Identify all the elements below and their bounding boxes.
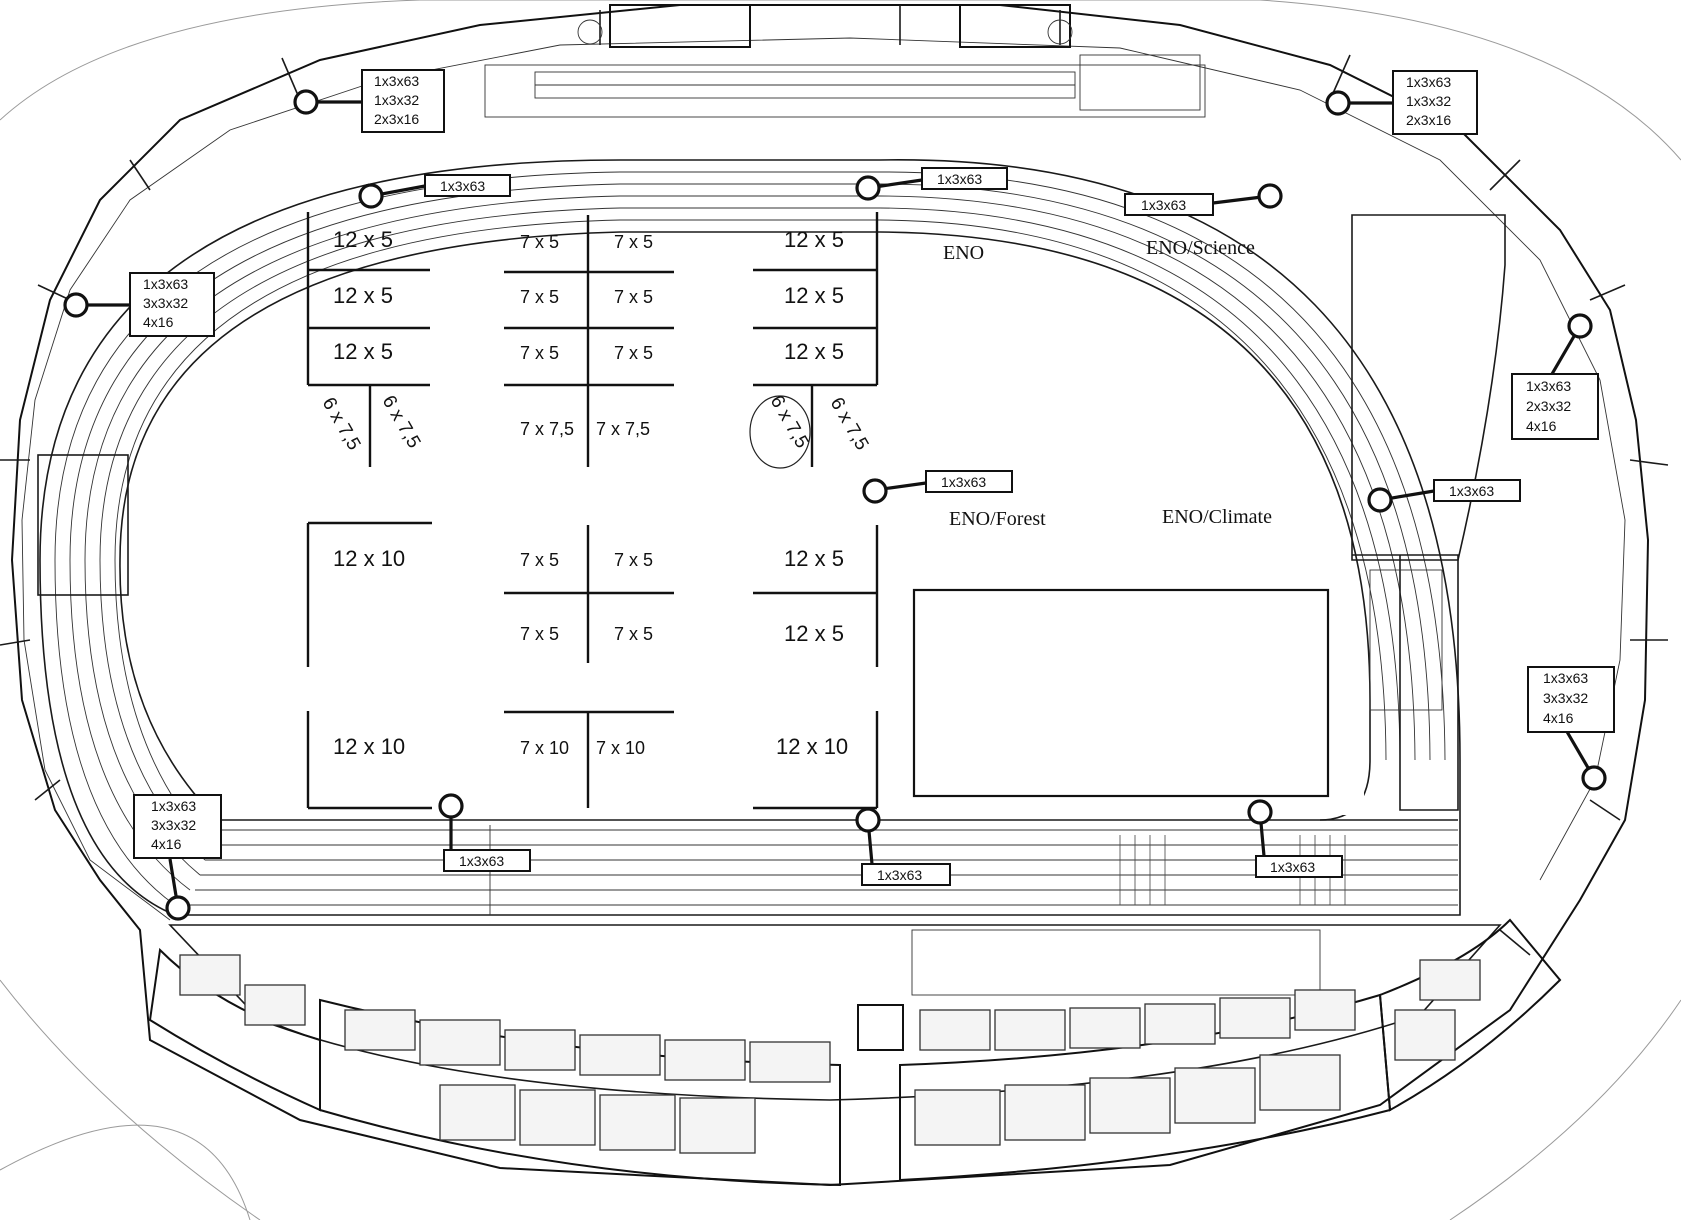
power-point: 1x3x63	[1367, 479, 1521, 513]
power-label: 1x3x63	[1526, 378, 1571, 394]
running-track	[39, 159, 1461, 916]
zone-eno-science: ENO/Science	[1146, 237, 1255, 259]
power-label: 1x3x63	[374, 73, 419, 89]
power-label: 1x3x63	[877, 867, 922, 883]
power-label: 1x3x63	[1270, 859, 1315, 875]
power-outlet-icon	[438, 793, 464, 819]
power-label: 1x3x63	[1406, 74, 1451, 90]
stall-b7: 7 x 7,5	[520, 419, 574, 439]
power-point: 1x3x63	[855, 167, 1008, 201]
power-label: 1x3x63	[440, 178, 485, 194]
power-label: 1x3x63	[941, 474, 986, 490]
power-label: 1x3x63	[1543, 670, 1588, 686]
power-label: 1x3x32	[374, 92, 419, 108]
stall-b2: 7 x 5	[614, 232, 653, 252]
power-label: 4x16	[1526, 418, 1557, 434]
power-label: 2x3x16	[1406, 112, 1451, 128]
power-label: 1x3x63	[937, 171, 982, 187]
power-outlet-icon	[1567, 313, 1593, 339]
power-point-multi: 1x3x63 3x3x32 4x16	[133, 794, 222, 921]
power-label: 4x16	[1543, 710, 1574, 726]
power-outlet-icon	[63, 292, 89, 318]
power-outlet-icon	[1581, 765, 1607, 791]
east-bleacher	[1369, 569, 1443, 711]
power-point: 1x3x63	[1247, 799, 1343, 878]
power-outlet-icon	[1247, 799, 1273, 825]
power-outlet-icon	[1257, 183, 1283, 209]
stall-d2: 12 x 10	[333, 734, 405, 759]
power-point: 1x3x63	[358, 174, 511, 209]
north-stand	[484, 4, 1206, 118]
power-outlet-icon	[855, 175, 881, 201]
stall-e4: 7 x 5	[614, 624, 653, 644]
power-label: 4x16	[151, 836, 182, 852]
stall-b1: 7 x 5	[520, 232, 559, 252]
power-label: 4x16	[143, 314, 174, 330]
power-label: 2x3x32	[1526, 398, 1571, 414]
stall-c2: 12 x 5	[784, 283, 844, 308]
power-outlet-icon	[855, 807, 881, 833]
stall-a2: 12 x 5	[333, 283, 393, 308]
stall-a3: 12 x 5	[333, 339, 393, 364]
power-point-multi: 1x3x63 3x3x32 4x16	[1527, 666, 1615, 791]
zone-labels: ENO ENO/Science ENO/Forest ENO/Climate	[943, 237, 1272, 530]
power-point: 1x3x63	[1124, 183, 1283, 216]
stall-b8: 7 x 7,5	[596, 419, 650, 439]
stall-grid	[306, 212, 1330, 810]
stall-b6: 7 x 5	[614, 343, 653, 363]
power-point: 1x3x63	[862, 470, 1013, 504]
power-label: 1x3x63	[143, 276, 188, 292]
power-outlet-icon	[165, 895, 191, 921]
stall-e1: 7 x 5	[520, 550, 559, 570]
stall-e2: 7 x 5	[614, 550, 653, 570]
power-outlet-icon	[1367, 487, 1393, 513]
power-point-multi: 1x3x63 1x3x32 2x3x16	[293, 69, 445, 133]
power-label: 1x3x63	[459, 853, 504, 869]
power-point-multi: 1x3x63 1x3x32 2x3x16	[1325, 70, 1478, 135]
power-label: 3x3x32	[151, 817, 196, 833]
south-building	[148, 918, 1562, 1187]
power-label: 2x3x16	[374, 111, 419, 127]
stall-b5: 7 x 5	[520, 343, 559, 363]
stall-c1: 12 x 5	[784, 227, 844, 252]
power-outlet-icon	[862, 478, 888, 504]
zone-eno-forest: ENO/Forest	[949, 508, 1046, 530]
stall-e5: 7 x 10	[520, 738, 569, 758]
stall-f3: 12 x 10	[776, 734, 848, 759]
power-point: 1x3x63	[438, 793, 531, 872]
power-outlet-icon	[1325, 90, 1351, 116]
power-point-multi: 1x3x63 3x3x32 4x16	[63, 272, 215, 337]
power-label: 1x3x63	[1449, 483, 1494, 499]
stall-e6: 7 x 10	[596, 738, 645, 758]
zone-eno-climate: ENO/Climate	[1162, 506, 1272, 528]
stall-d1: 12 x 10	[333, 546, 405, 571]
stage-area	[912, 588, 1330, 798]
power-label: 3x3x32	[1543, 690, 1588, 706]
rooms	[179, 954, 1481, 1154]
zone-eno: ENO	[943, 242, 984, 264]
power-label: 1x3x32	[1406, 93, 1451, 109]
power-label: 1x3x63	[151, 798, 196, 814]
power-points: 1x3x63 1x3x63 1x3x63 1x3x63 1x3x	[63, 69, 1615, 921]
stall-c3: 12 x 5	[784, 339, 844, 364]
stall-f2: 12 x 5	[784, 621, 844, 646]
power-outlet-icon	[358, 183, 384, 209]
power-label: 1x3x63	[1141, 197, 1186, 213]
circled-stall-marker	[749, 395, 811, 469]
stall-e3: 7 x 5	[520, 624, 559, 644]
stall-b4: 7 x 5	[614, 287, 653, 307]
power-label: 3x3x32	[143, 295, 188, 311]
power-outlet-icon	[293, 89, 319, 115]
stall-b3: 7 x 5	[520, 287, 559, 307]
stall-f1: 12 x 5	[784, 546, 844, 571]
power-point-multi: 1x3x63 2x3x32 4x16	[1511, 313, 1599, 440]
power-point: 1x3x63	[855, 807, 951, 886]
stall-a1: 12 x 5	[333, 227, 393, 252]
